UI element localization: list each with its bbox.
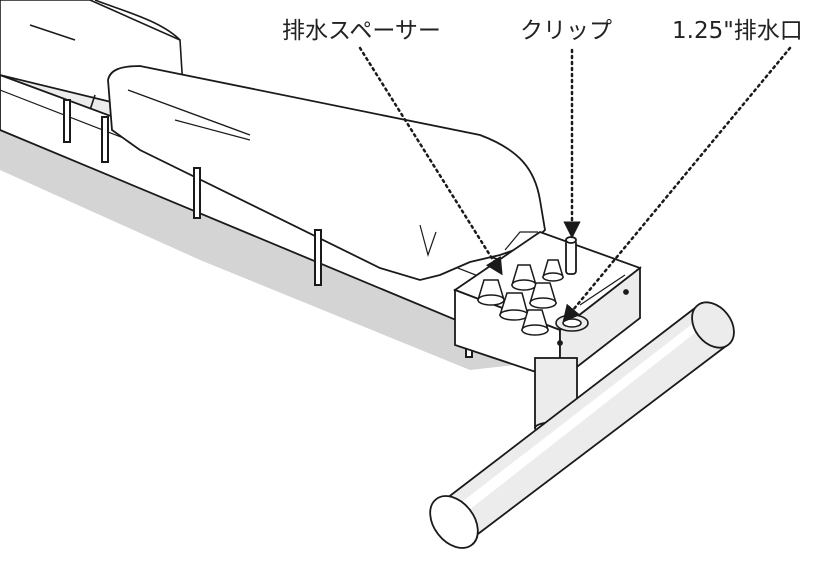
callout-leaders (358, 46, 792, 323)
leader-drain-spacer (358, 46, 503, 276)
label-drain-spacer: 排水スペーサー (282, 18, 441, 44)
box-clip (565, 236, 577, 275)
label-drain-port: 1.25"排水口 (672, 18, 803, 44)
leader-drain-port (562, 46, 792, 323)
label-clip: クリップ (520, 18, 612, 44)
drain-spacers (476, 259, 565, 336)
drain-port (555, 314, 589, 332)
collector-pipe (429, 301, 735, 549)
